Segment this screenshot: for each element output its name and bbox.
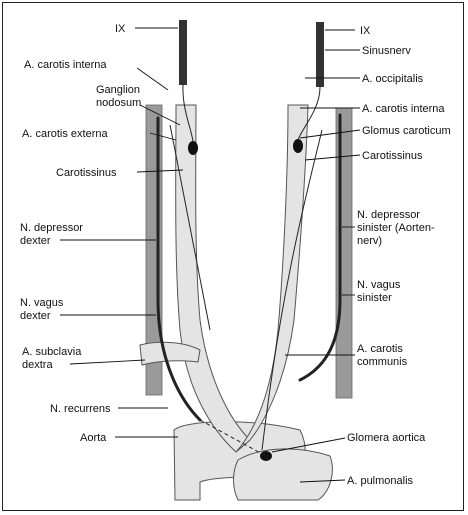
label-vagus-sinister-2: sinister (357, 292, 392, 304)
label-depressor-sinister-2: sinister (Aorten- (357, 222, 435, 234)
label-carotis-communis-2: communis (357, 356, 408, 368)
label-ganglion-nodosum-2: nodosum (96, 97, 141, 109)
label-glomus-caroticum: Glomus caroticum (362, 125, 451, 137)
pulmonalis-shape (234, 449, 333, 500)
label-occipitalis: A. occipitalis (362, 73, 424, 85)
label-vagus-dexter-2: dexter (20, 310, 51, 322)
label-carotissinus-left: Carotissinus (56, 167, 117, 179)
ix-nerve-left (316, 22, 324, 87)
vagus-pillar-left-side (336, 108, 352, 398)
label-ganglion-nodosum-1: Ganglion (96, 84, 140, 96)
glomus-caroticum-dot (293, 139, 303, 153)
label-carotis-externa: A. carotis externa (22, 128, 108, 140)
glomera-aortica-dot (260, 451, 272, 461)
label-depressor-sinister-3: nerv) (357, 235, 382, 247)
ix-nerve-right (179, 20, 187, 85)
label-subclavia-2: dextra (22, 359, 53, 371)
carotis-communis-right (176, 105, 250, 452)
ganglion-nodosum-dot (188, 141, 198, 155)
label-depressor-sinister-1: N. depressor (357, 209, 420, 221)
label-recurrens: N. recurrens (50, 403, 111, 415)
label-subclavia-1: A. subclavia (22, 346, 82, 358)
label-carotis-communis-1: A. carotis (357, 343, 403, 355)
label-aorta: Aorta (80, 432, 107, 444)
label-vagus-sinister-1: N. vagus (357, 279, 401, 291)
label-depressor-dexter-2: dexter (20, 235, 51, 247)
label-vagus-dexter-1: N. vagus (20, 297, 64, 309)
label-ix-right: IX (360, 25, 371, 37)
label-glomera-aortica: Glomera aortica (347, 432, 426, 444)
label-depressor-dexter-1: N. depressor (20, 222, 83, 234)
carotis-communis-left (236, 105, 308, 452)
label-ix-left: IX (115, 23, 126, 35)
label-sinusnerv: Sinusnerv (362, 45, 411, 57)
label-carotis-interna-left: A. carotis interna (24, 59, 107, 71)
label-pulmonalis: A. pulmonalis (347, 475, 414, 487)
label-carotis-interna-right: A. carotis interna (362, 103, 445, 115)
label-carotissinus-right: Carotissinus (362, 150, 423, 162)
